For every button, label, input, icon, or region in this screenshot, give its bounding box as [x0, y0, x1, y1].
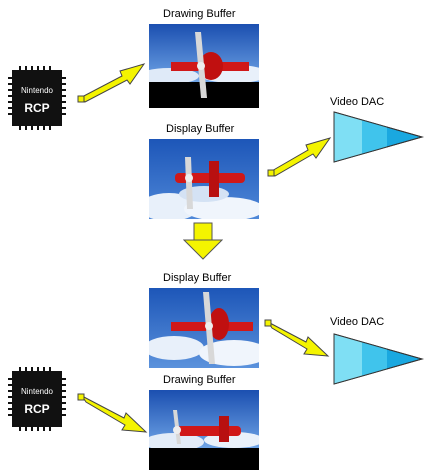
chip-brand: Nintendo: [20, 86, 54, 95]
rcp-chip-top: Nintendo RCP: [8, 66, 66, 130]
drawing-buffer-top: [149, 24, 259, 108]
arrow-chip-to-drawing-bottom: [77, 393, 148, 433]
display-buffer-top: [149, 139, 259, 219]
rcp-chip-bottom: Nintendo RCP: [8, 367, 66, 431]
video-dac-label-bottom: Video DAC: [330, 316, 385, 328]
chip-model: RCP: [24, 402, 50, 416]
swap-arrow: [183, 222, 223, 260]
chip-brand: Nintendo: [20, 387, 54, 396]
drawing-buffer-bottom: [149, 390, 259, 470]
drawing-buffer-label-top: Drawing Buffer: [163, 8, 236, 20]
video-dac-top: [333, 111, 424, 163]
display-buffer-bottom: [149, 288, 259, 368]
arrow-display-to-dac-top: [267, 137, 332, 177]
display-buffer-label-top: Display Buffer: [166, 123, 235, 135]
video-dac-bottom: [333, 333, 424, 385]
video-dac-label-top: Video DAC: [330, 96, 385, 108]
display-buffer-label-bottom: Display Buffer: [163, 272, 232, 284]
arrow-chip-to-drawing-top: [77, 63, 146, 103]
chip-model: RCP: [24, 101, 50, 115]
drawing-buffer-label-bottom: Drawing Buffer: [163, 374, 236, 386]
arrow-display-to-dac-bottom: [264, 319, 330, 357]
